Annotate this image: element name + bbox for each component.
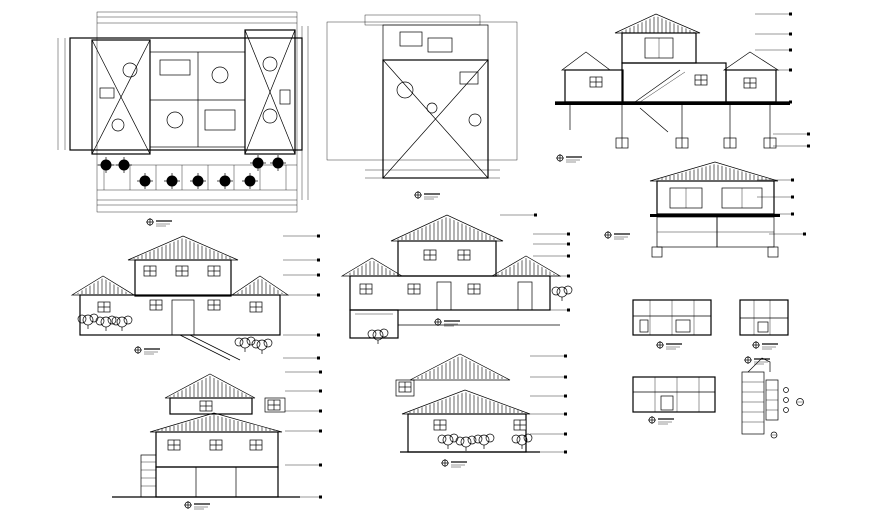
- rear-elevation: [112, 370, 323, 510]
- ground-floor-plan: [57, 11, 309, 227]
- detail-3: [632, 376, 716, 425]
- left-elevation: [395, 353, 568, 468]
- stair-detail: [741, 357, 804, 439]
- long-section: [555, 12, 811, 163]
- side-elevation: [340, 213, 573, 345]
- detail-2: [739, 299, 789, 350]
- upper-floor-plan: [326, 14, 518, 200]
- front-elevation: [70, 234, 321, 361]
- cross-section: [603, 161, 807, 258]
- detail-1: [632, 299, 712, 350]
